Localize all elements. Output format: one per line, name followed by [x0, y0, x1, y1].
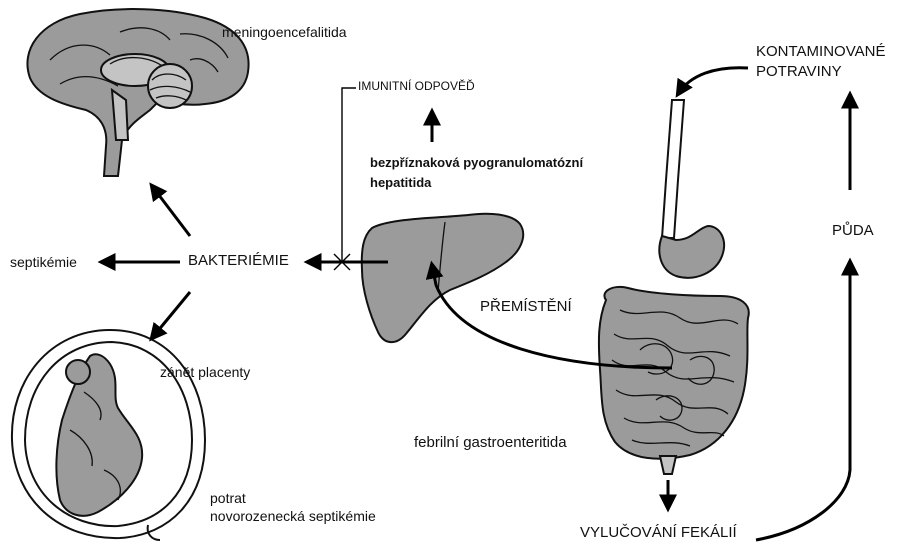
- label-febrilni-gastroenteritida: febrilní gastroenteritida: [414, 434, 567, 451]
- label-septikemie: septikémie: [10, 254, 77, 270]
- label-hepatitida-line2: hepatitida: [370, 176, 431, 191]
- label-bakteriemie: BAKTERIÉMIE: [188, 252, 289, 269]
- arrow-to-brain: [152, 186, 190, 236]
- arrow-kontaminovane-to-gut: [678, 68, 748, 94]
- arrow-to-uterus: [152, 292, 190, 338]
- label-puda: PŮDA: [832, 222, 874, 239]
- brain-illustration: [27, 9, 248, 176]
- label-hepatitida-line1: bezpříznaková pyogranulomatózní: [370, 156, 583, 171]
- label-novorozenecka-septikemie: novorozenecká septikémie: [210, 508, 376, 524]
- label-potrat: potrat: [210, 490, 246, 506]
- label-kontaminovane: KONTAMINOVANÉ: [756, 43, 885, 60]
- label-premisteni: PŘEMÍSTĚNÍ: [480, 298, 572, 315]
- digestive-tract-illustration: [599, 100, 749, 474]
- uterus-illustration: [12, 330, 205, 540]
- label-imunitni-odpoved: IMUNITNÍ ODPOVĚĎ: [358, 80, 475, 94]
- label-zanet-placenty: zánět placenty: [160, 364, 250, 380]
- liver-illustration: [362, 214, 523, 342]
- label-potraviny: POTRAVINY: [756, 63, 842, 80]
- arrow-feces-to-puda: [756, 262, 850, 540]
- label-meningoencefalitida: meningoencefalitida: [222, 24, 347, 40]
- label-vylucovani-fekalii: VYLUČOVÁNÍ FEKÁLIÍ: [580, 524, 737, 541]
